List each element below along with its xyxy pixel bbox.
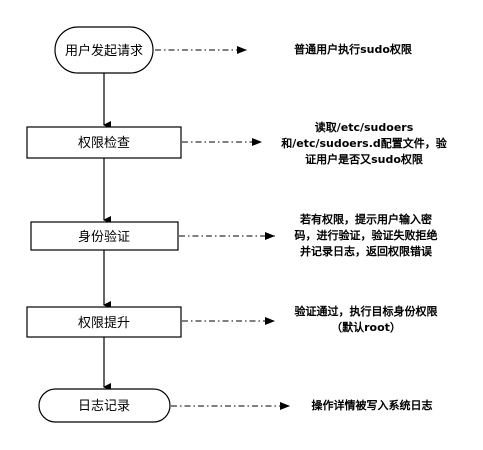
note-permission-check-line-3: 证用户是否又sudo权限 (305, 153, 423, 166)
note-permission-check-line-1: 读取/etc/sudoers (314, 121, 414, 134)
authentication-shape (30, 221, 179, 251)
note-logging-line-1: 操作详情被写入系统日志 (311, 399, 433, 412)
note-permission-check: 读取/etc/sudoers 和/etc/sudoers.d配置文件，验 证用户… (264, 120, 464, 168)
logging-shape (38, 388, 171, 423)
privilege-escalation-shape (26, 306, 182, 338)
authentication-label: 身份验证 (78, 229, 130, 245)
privilege-escalation-label: 权限提升 (78, 315, 130, 331)
step-privilege-escalation: 权限提升 (26, 306, 182, 338)
note-authentication-line-1: 若有权限，提示用户输入密 (300, 213, 432, 226)
note-privilege-escalation-line-1: 验证通过，执行目标身份权限 (294, 305, 438, 318)
step-logging: 日志记录 (38, 388, 171, 423)
note-authentication: 若有权限，提示用户输入密 码，进行验证，验证失败拒绝 并记录日志，返回权限错误 (276, 212, 456, 260)
start-node-shape (54, 26, 154, 74)
permission-check-label: 权限检查 (78, 135, 130, 151)
logging-label: 日志记录 (78, 399, 130, 414)
note-start-line-1: 普通用户执行sudo权限 (294, 43, 412, 56)
start-node-label: 用户发起请求 (65, 43, 143, 59)
note-authentication-line-3: 并记录日志，返回权限错误 (300, 245, 432, 258)
permission-check-shape (26, 126, 182, 159)
note-authentication-line-2: 码，进行验证，验证失败拒绝 (294, 229, 438, 242)
note-privilege-escalation-line-2: （默认root） (331, 321, 401, 334)
note-logging: 操作详情被写入系统日志 (292, 398, 452, 414)
note-start: 普通用户执行sudo权限 (258, 42, 448, 58)
note-permission-check-line-2: 和/etc/sudoers.d配置文件，验 (281, 137, 447, 150)
step-permission-check: 权限检查 (26, 126, 182, 159)
step-start: 用户发起请求 (54, 26, 154, 74)
step-authentication: 身份验证 (30, 221, 179, 251)
note-privilege-escalation: 验证通过，执行目标身份权限 （默认root） (276, 304, 456, 336)
